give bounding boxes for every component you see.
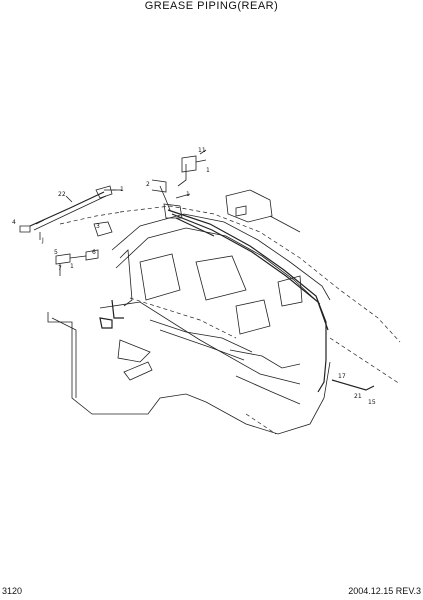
callout-label: 7 xyxy=(58,265,62,272)
page-code: 3120 xyxy=(2,586,23,596)
callout-label: 17 xyxy=(338,373,346,380)
callout-label: 5 xyxy=(54,249,58,256)
callout-label: 15 xyxy=(368,399,376,406)
machine-frame xyxy=(47,301,331,435)
callout-label: 1 xyxy=(120,186,124,193)
callout-label: 22 xyxy=(58,191,66,198)
callout-label: 11 xyxy=(198,147,206,154)
callouts: 11 1 2 1 1 22 4 J 3 5 6 7 1 17 21 15 xyxy=(12,147,376,406)
page-title: GREASE PIPING(REAR) xyxy=(144,0,279,12)
callout-label: 1 xyxy=(186,191,190,198)
callout-label: 1 xyxy=(70,263,74,270)
callout-label: 4 xyxy=(12,219,16,226)
upper-deck xyxy=(111,189,331,335)
left-bracket xyxy=(55,221,113,276)
callout-label: 21 xyxy=(354,393,362,400)
callout-label: J xyxy=(41,237,44,244)
fitting-group xyxy=(151,155,207,219)
grease-line-assembly xyxy=(19,185,116,240)
callout-label: 6 xyxy=(92,249,96,256)
grease-hoses xyxy=(99,209,375,393)
revision-stamp: 2004.12.15 REV.3 xyxy=(348,586,421,596)
callout-label: 1 xyxy=(206,167,210,174)
callout-label: 3 xyxy=(96,223,100,230)
reference-lines xyxy=(59,205,401,435)
callout-label: 2 xyxy=(146,181,150,188)
